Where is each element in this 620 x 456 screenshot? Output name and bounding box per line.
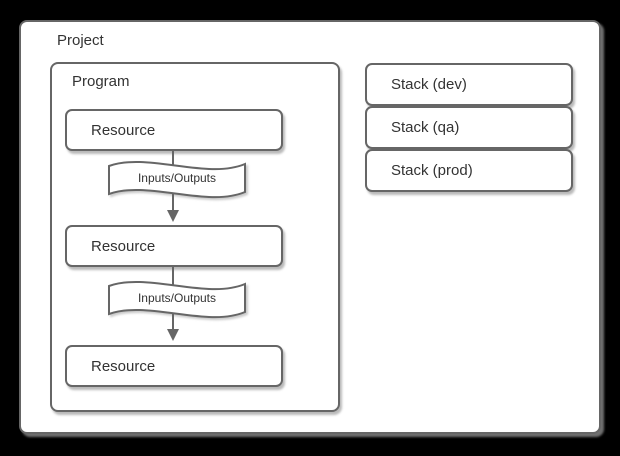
stack-dev-box: Stack (dev) — [365, 63, 573, 106]
stack-label: Stack (dev) — [391, 76, 467, 93]
stack-qa-box: Stack (qa) — [365, 106, 573, 149]
stack-label: Stack (qa) — [391, 119, 460, 136]
connector-label: Inputs/Outputs — [137, 291, 217, 305]
project-label: Project — [57, 32, 104, 49]
connector-label: Inputs/Outputs — [137, 171, 217, 185]
resource-box: Resource — [65, 109, 283, 151]
arrow-down-icon — [167, 329, 179, 341]
resource-label: Resource — [91, 121, 156, 139]
resource-box: Resource — [65, 345, 283, 387]
tape-shape-icon — [108, 280, 246, 319]
stack-prod-box: Stack (prod) — [365, 149, 573, 192]
tape-shape-icon — [108, 160, 246, 199]
stack-label: Stack (prod) — [391, 162, 473, 179]
program-label: Program — [72, 73, 130, 90]
resource-label: Resource — [91, 237, 156, 255]
inputs-outputs-tape: Inputs/Outputs — [107, 156, 247, 204]
resource-label: Resource — [91, 357, 156, 375]
inputs-outputs-tape: Inputs/Outputs — [107, 276, 247, 324]
resource-box: Resource — [65, 225, 283, 267]
arrow-down-icon — [167, 210, 179, 222]
